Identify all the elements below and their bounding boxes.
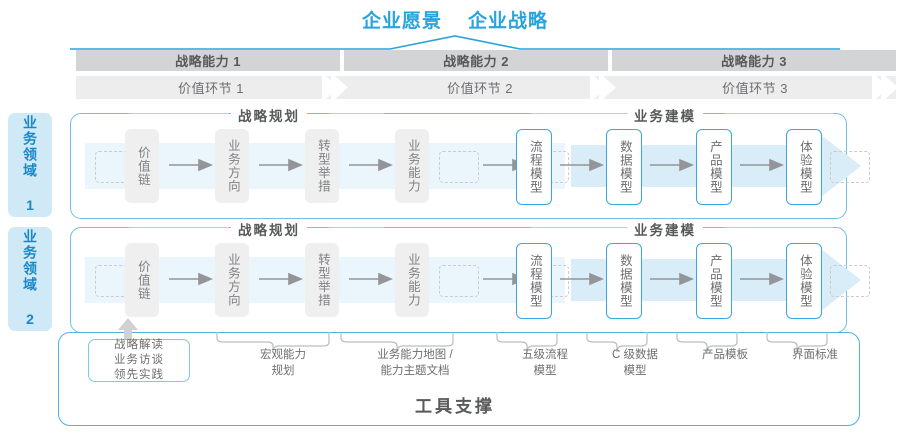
section-rule-right <box>329 227 384 229</box>
node-label: 数据模型 <box>617 254 632 308</box>
value-link-bar-2[interactable]: 价值环节 2 <box>346 76 614 99</box>
modeling-node-4[interactable]: 体验模型 <box>786 243 822 319</box>
planning-node-2[interactable]: 业务方向 <box>215 129 249 203</box>
section-rule-right-2 <box>725 227 833 229</box>
section-rule-left <box>129 227 229 229</box>
tool-hero-label: 战略解读业务访谈领先实践 <box>114 339 164 381</box>
node-label: 流程模型 <box>527 140 542 194</box>
vision-peak-line <box>70 35 840 50</box>
arrow-icon <box>560 158 604 172</box>
value-link-label: 价值环节 1 <box>178 81 244 96</box>
section-title-planning: 战略规划 <box>231 219 307 239</box>
placeholder-box <box>439 265 479 297</box>
tool-label-5: 产品模板 <box>702 349 748 361</box>
arrow-icon <box>740 158 784 172</box>
enterprise-strategy-title: 企业战略 <box>468 10 549 32</box>
planning-node-2[interactable]: 业务方向 <box>215 243 249 317</box>
section-rule-right <box>329 113 384 115</box>
node-label: 转型举措 <box>315 139 330 193</box>
node-label: 转型举措 <box>315 253 330 307</box>
tool-hero-box[interactable]: 战略解读业务访谈领先实践 <box>88 339 190 382</box>
domain-tag-2[interactable]: 业务领域 2 <box>8 227 52 331</box>
bracket-connectors <box>216 332 828 353</box>
placeholder-box <box>439 151 479 183</box>
node-label: 业务能力 <box>405 139 420 193</box>
arrow-icon <box>650 158 694 172</box>
node-label: 数据模型 <box>617 140 632 194</box>
planning-node-3[interactable]: 转型举措 <box>305 129 339 203</box>
section-title-modeling: 业务建模 <box>627 219 703 239</box>
domain-label: 业务领域 1 <box>22 115 39 215</box>
node-label: 体验模型 <box>797 140 812 194</box>
value-link-bar-1[interactable]: 价值环节 1 <box>76 76 346 99</box>
section-rule-right-2 <box>725 113 833 115</box>
modeling-node-2[interactable]: 数据模型 <box>606 243 642 319</box>
tool-label-3: 五级流程模型 <box>522 349 568 377</box>
arrow-icon <box>650 272 694 286</box>
placeholder-box <box>830 265 870 297</box>
capability-label: 战略能力 3 <box>721 54 787 69</box>
tool-label-2: 业务能力地图 /能力主题文档 <box>377 349 453 377</box>
chevron-notch-icon-1 <box>322 76 348 99</box>
section-rule-left-2 <box>531 227 626 229</box>
modeling-node-3[interactable]: 产品模型 <box>696 129 732 205</box>
node-label: 产品模型 <box>707 254 722 308</box>
up-arrow-icon <box>118 318 138 344</box>
planning-node-3[interactable]: 转型举措 <box>305 243 339 317</box>
value-link-label: 价值环节 2 <box>447 81 513 96</box>
arrow-icon <box>169 158 213 172</box>
enterprise-vision-title: 企业愿景 <box>361 10 442 32</box>
tool-label-6: 界面标准 <box>792 349 838 361</box>
node-label: 价值链 <box>135 259 150 301</box>
planning-node-4[interactable]: 业务能力 <box>395 243 429 317</box>
modeling-node-3[interactable]: 产品模型 <box>696 243 732 319</box>
value-link-label: 价值环节 3 <box>722 81 788 96</box>
modeling-node-4[interactable]: 体验模型 <box>786 129 822 205</box>
chevron-notch-icon-3 <box>872 76 898 99</box>
domain-row-2: 战略规划 业务建模 价值链 业务方向 转型举措 业务能力 流程模型 数据模型 产… <box>70 219 870 333</box>
chevron-notch-icon-2 <box>590 76 616 99</box>
domain-row-1: 战略规划 业务建模 价值链 业务方向 转型举措 业务能力 流程模型 数据模型 产… <box>70 105 870 219</box>
modeling-node-1[interactable]: 流程模型 <box>516 243 552 319</box>
tool-support-container <box>58 332 860 426</box>
value-link-bar-3[interactable]: 价值环节 3 <box>614 76 896 99</box>
node-label: 价值链 <box>135 145 150 187</box>
domain-tag-1[interactable]: 业务领域 1 <box>8 113 52 217</box>
arrow-icon <box>349 272 393 286</box>
placeholder-box <box>830 151 870 183</box>
node-label: 流程模型 <box>527 254 542 308</box>
node-label: 业务方向 <box>225 139 240 193</box>
capability-bar-2[interactable]: 战略能力 2 <box>344 50 608 71</box>
node-label: 业务能力 <box>405 253 420 307</box>
tool-label-4: C 级数据模型 <box>612 349 658 377</box>
node-label: 产品模型 <box>707 140 722 194</box>
section-title-planning: 战略规划 <box>231 105 307 125</box>
section-title-modeling: 业务建模 <box>627 105 703 125</box>
arrow-icon <box>169 272 213 286</box>
capability-bar-1[interactable]: 战略能力 1 <box>76 50 340 71</box>
capability-label: 战略能力 2 <box>443 54 509 69</box>
capability-bar-3[interactable]: 战略能力 3 <box>612 50 896 71</box>
vision-strategy-header: 企业愿景 企业战略 <box>0 4 910 34</box>
modeling-node-1[interactable]: 流程模型 <box>516 129 552 205</box>
arrow-icon <box>740 272 784 286</box>
tool-support-title: 工具支撑 <box>415 397 495 416</box>
arrow-icon <box>259 272 303 286</box>
arrow-icon <box>560 272 604 286</box>
planning-node-1[interactable]: 价值链 <box>125 129 159 203</box>
node-label: 体验模型 <box>797 254 812 308</box>
planning-node-4[interactable]: 业务能力 <box>395 129 429 203</box>
capability-label: 战略能力 1 <box>175 54 241 69</box>
node-label: 业务方向 <box>225 253 240 307</box>
arrow-icon <box>349 158 393 172</box>
section-rule-left-2 <box>531 113 626 115</box>
tool-label-1: 宏观能力规划 <box>260 349 306 377</box>
domain-label: 业务领域 2 <box>22 229 39 329</box>
arrow-icon <box>259 158 303 172</box>
modeling-node-2[interactable]: 数据模型 <box>606 129 642 205</box>
section-rule-left <box>129 113 229 115</box>
planning-node-1[interactable]: 价值链 <box>125 243 159 317</box>
